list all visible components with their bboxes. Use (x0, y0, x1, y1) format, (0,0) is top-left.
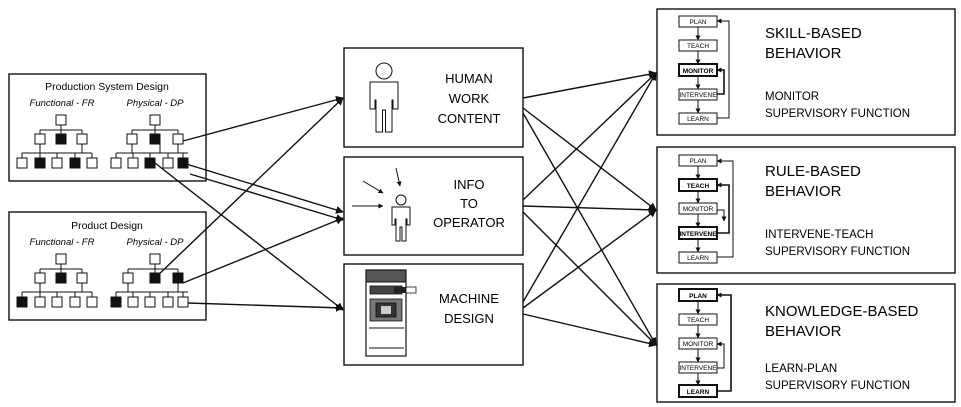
info-label-2: TO (460, 196, 478, 211)
step-intervene: INTERVENE (679, 92, 717, 99)
machine-design-box: MACHINE DESIGN (343, 263, 524, 366)
step-teach: TEACH (687, 183, 710, 190)
product-title: Product Design (71, 220, 143, 232)
knowledge-based-panel: PLAN TEACH MONITOR INTERVENE LEARN KNOWL… (656, 283, 956, 403)
rule-title-2: BEHAVIOR (765, 183, 842, 200)
product-functional-label: Functional - FR (30, 237, 95, 248)
info-arrow-1 (362, 180, 384, 194)
step-monitor: MONITOR (683, 341, 714, 348)
info-arrow-2 (395, 167, 402, 187)
skill-function-2: SUPERVISORY FUNCTION (765, 108, 910, 120)
arrow-human-to-knowledge (522, 112, 657, 346)
knowledge-function-2: SUPERVISORY FUNCTION (765, 380, 910, 392)
step-monitor: MONITOR (683, 68, 714, 75)
step-learn: LEARN (687, 116, 709, 123)
step-learn: LEARN (687, 389, 710, 396)
info-label-3: OPERATOR (433, 215, 505, 230)
arrow-prod-to-info-2 (189, 173, 344, 222)
arrow-human-to-skill (522, 70, 657, 99)
skill-step-stack: PLAN TEACH MONITOR INTERVENE LEARN (678, 15, 730, 125)
arrow-prod-to-human (182, 95, 344, 142)
left-to-middle-arrows (154, 95, 344, 312)
arrow-machine-to-rule (522, 209, 657, 309)
step-intervene: INTERVENE (679, 365, 717, 372)
machine-icon (365, 269, 417, 357)
step-plan: PLAN (689, 293, 707, 300)
arrow-product-to-human (154, 97, 344, 279)
product-functional-tree (16, 253, 98, 308)
operator-figure-icon (391, 194, 411, 242)
arrow-prod-to-info (182, 162, 344, 214)
skill-title-1: SKILL-BASED (765, 25, 862, 42)
rule-title-1: RULE-BASED (765, 163, 861, 180)
step-learn: LEARN (687, 255, 709, 262)
arrow-prod-to-machine (154, 162, 344, 311)
arrow-info-to-skill (522, 72, 657, 201)
step-monitor: MONITOR (683, 206, 714, 213)
human-work-content-box: HUMAN WORK CONTENT (343, 47, 524, 148)
production-physical-label: Physical - DP (126, 98, 184, 109)
product-physical-label: Physical - DP (126, 237, 184, 248)
knowledge-title-2: BEHAVIOR (765, 323, 842, 340)
info-to-operator-box: INFO TO OPERATOR (343, 156, 524, 256)
human-label-1: HUMAN (445, 71, 493, 86)
step-intervene: INTERVENE (679, 231, 717, 238)
step-plan: PLAN (690, 19, 707, 26)
arrow-info-to-knowledge (522, 211, 657, 346)
knowledge-step-stack: PLAN TEACH MONITOR INTERVENE LEARN (678, 288, 732, 398)
info-label-1: INFO (453, 177, 484, 192)
rule-step-stack: PLAN TEACH MONITOR INTERVENE LEARN (678, 154, 734, 264)
rule-based-panel: PLAN TEACH MONITOR INTERVENE LEARN RULE-… (656, 146, 956, 274)
arrow-info-to-rule (522, 205, 657, 214)
step-teach: TEACH (687, 317, 709, 324)
machine-label-1: MACHINE (439, 291, 499, 306)
arrow-machine-to-skill (522, 72, 657, 303)
rule-function-2: SUPERVISORY FUNCTION (765, 246, 910, 258)
knowledge-function-1: LEARN-PLAN (765, 363, 837, 375)
human-label-3: CONTENT (438, 111, 501, 126)
skill-based-panel: PLAN TEACH MONITOR INTERVENE LEARN SKILL… (656, 8, 956, 136)
arrow-human-to-rule (522, 107, 657, 211)
human-label-2: WORK (449, 91, 490, 106)
step-teach: TEACH (687, 43, 709, 50)
human-figure-icon (369, 62, 399, 133)
production-system-design-box: Production System Design Functional - FR… (8, 73, 207, 182)
step-plan: PLAN (690, 158, 707, 165)
skill-title-2: BEHAVIOR (765, 45, 842, 62)
rule-function-1: INTERVENE-TEACH (765, 229, 873, 241)
production-functional-tree (16, 114, 98, 169)
arrow-machine-to-knowledge (522, 313, 657, 348)
product-design-box: Product Design Functional - FR Physical … (8, 211, 207, 321)
production-title: Production System Design (45, 81, 169, 93)
arrow-product-to-machine (187, 302, 344, 312)
arrow-product-to-info (182, 216, 344, 284)
machine-label-2: DESIGN (444, 311, 494, 326)
knowledge-title-1: KNOWLEDGE-BASED (765, 303, 919, 320)
production-functional-label: Functional - FR (30, 98, 95, 109)
middle-to-right-arrows (522, 70, 657, 348)
skill-function-1: MONITOR (765, 91, 819, 103)
